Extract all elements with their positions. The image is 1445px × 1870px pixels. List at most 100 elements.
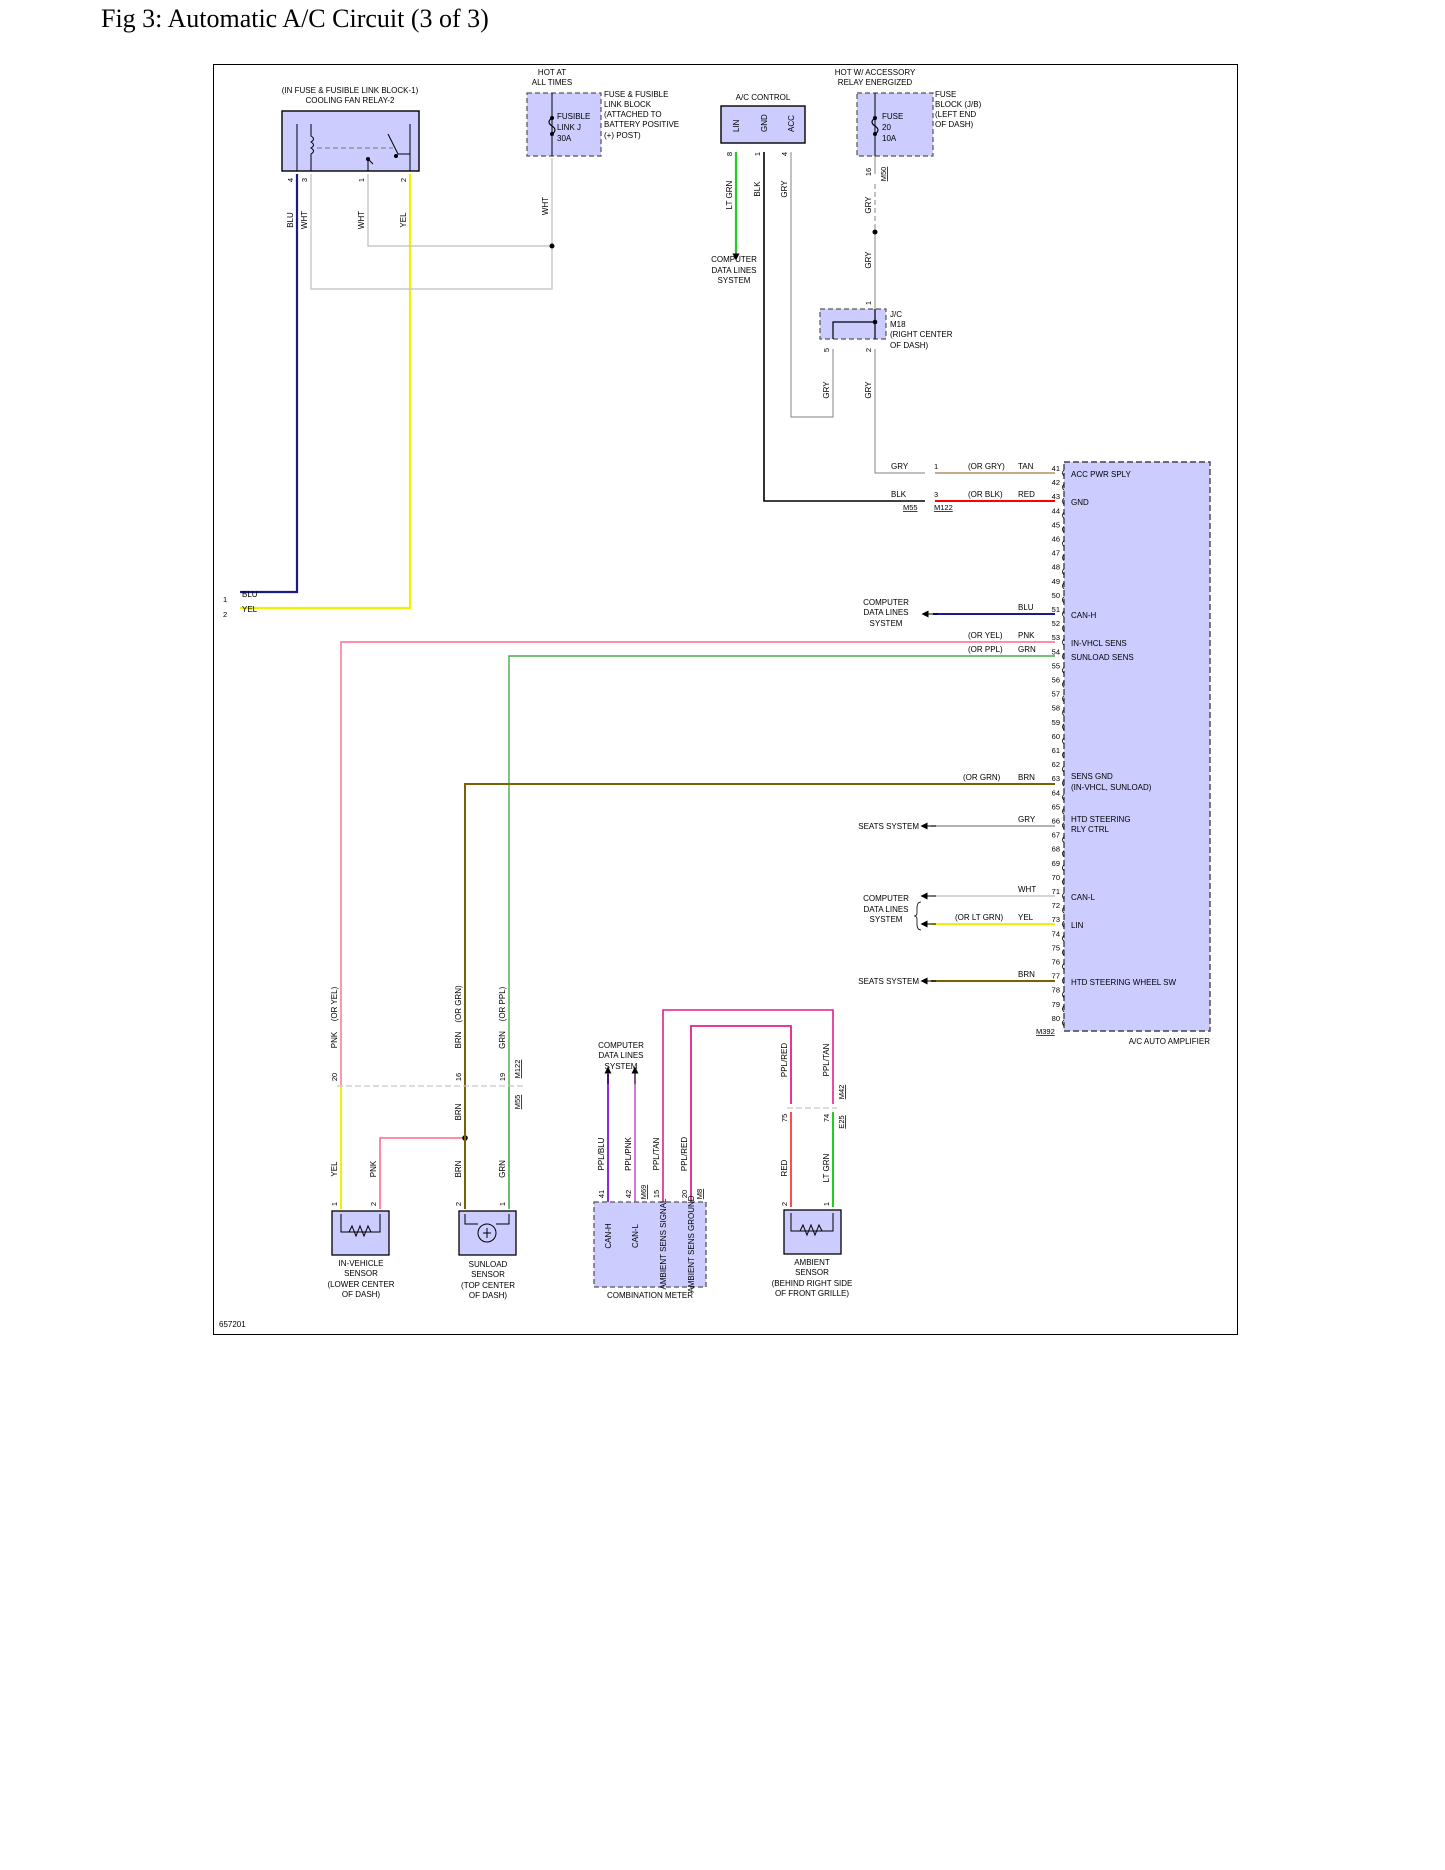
svg-text:AMBIENT SENS SIGNAL: AMBIENT SENS SIGNAL: [659, 1198, 668, 1290]
svg-text:1: 1: [330, 1202, 339, 1206]
amp-title: A/C AUTO AMPLIFIER: [1129, 1037, 1210, 1046]
svg-text:3: 3: [934, 490, 938, 499]
splice-gry: [872, 229, 878, 235]
svg-text:AMBIENT SENS GROUND: AMBIENT SENS GROUND: [687, 1195, 696, 1292]
svg-text:BRN: BRN: [1018, 773, 1035, 782]
cooling-fan-relay: [281, 110, 420, 172]
svg-text:DATA LINES: DATA LINES: [598, 1051, 643, 1060]
wiring-diagram: (IN FUSE & FUSIBLE LINK BLOCK-1) COOLING…: [219, 68, 1211, 1329]
svg-text:41: 41: [597, 1190, 606, 1198]
wire-wht-relay-3: [310, 174, 553, 290]
svg-text:CAN-H: CAN-H: [1071, 611, 1097, 620]
wire-blu-relay: [240, 174, 299, 594]
svg-text:SENSOR: SENSOR: [344, 1269, 378, 1278]
svg-text:LIN: LIN: [1071, 921, 1084, 930]
svg-text:WHT: WHT: [300, 211, 309, 229]
svg-text:74: 74: [822, 1114, 831, 1122]
amp-pin-76: 76: [1052, 958, 1060, 967]
amp-pin-80: 80: [1052, 1014, 1060, 1023]
page-title: Fig 3: Automatic A/C Circuit (3 of 3): [101, 4, 489, 33]
amp-pin-47: 47: [1052, 549, 1060, 558]
amp-pin-45: 45: [1052, 520, 1060, 529]
svg-text:(OR GRN): (OR GRN): [963, 773, 1001, 782]
svg-text:4: 4: [780, 152, 789, 156]
svg-text:M122: M122: [934, 503, 953, 512]
fusible-link-block: [526, 92, 602, 157]
amp-pin-68: 68: [1052, 845, 1060, 854]
svg-text:SYSTEM: SYSTEM: [718, 276, 751, 285]
in-vehicle-sensor-label: IN-VEHICLE: [339, 1259, 384, 1268]
svg-text:5: 5: [822, 348, 831, 352]
svg-text:PNK: PNK: [1018, 631, 1035, 640]
svg-text:OF DASH): OF DASH): [890, 341, 929, 350]
diagram-id: 657201: [219, 1320, 246, 1329]
svg-text:GRY: GRY: [1018, 815, 1036, 824]
svg-text:ACC PWR SPLY: ACC PWR SPLY: [1071, 470, 1132, 479]
svg-text:20: 20: [330, 1073, 339, 1081]
ambient-sensor: [783, 1209, 842, 1255]
amp-pin-70: 70: [1052, 873, 1060, 882]
svg-text:FUSE: FUSE: [935, 90, 956, 99]
svg-text:YEL: YEL: [399, 212, 408, 228]
amp-pin-56: 56: [1052, 676, 1060, 685]
svg-text:YEL: YEL: [1018, 913, 1034, 922]
svg-text:RELAY ENERGIZED: RELAY ENERGIZED: [838, 78, 913, 87]
svg-text:(OR YEL): (OR YEL): [968, 631, 1003, 640]
svg-text:M392: M392: [1036, 1027, 1055, 1036]
svg-text:OF DASH): OF DASH): [342, 1290, 381, 1299]
relay-location: (IN FUSE & FUSIBLE LINK BLOCK-1): [282, 86, 419, 95]
wire-pplred: [690, 1025, 792, 1202]
svg-text:M55: M55: [513, 1095, 522, 1110]
wire-pnk-invhcl-2: [379, 1137, 465, 1209]
amp-pin-74: 74: [1052, 929, 1060, 938]
svg-text:IN-VHCL SENS: IN-VHCL SENS: [1071, 639, 1127, 648]
svg-text:HOT W/ ACCESSORY: HOT W/ ACCESSORY: [835, 68, 916, 77]
amp-pin-48: 48: [1052, 563, 1060, 572]
sunload-sensor-label: SUNLOAD: [469, 1260, 508, 1269]
wire-gry-jc: [874, 349, 925, 474]
amp-pin-78: 78: [1052, 986, 1060, 995]
svg-text:(OR YEL): (OR YEL): [330, 986, 339, 1021]
amp-pin-64: 64: [1052, 788, 1060, 797]
svg-text:2: 2: [223, 610, 227, 619]
combination-meter-label: COMBINATION METER: [607, 1291, 693, 1300]
svg-text:FUSIBLE: FUSIBLE: [557, 112, 590, 121]
amp-pin-58: 58: [1052, 704, 1060, 713]
svg-text:GRY: GRY: [864, 251, 873, 269]
svg-text:16: 16: [864, 168, 873, 176]
amp-pin-57: 57: [1052, 690, 1060, 699]
amp-pin-53: 53: [1052, 633, 1060, 642]
svg-text:3: 3: [300, 178, 309, 182]
svg-text:75: 75: [780, 1114, 789, 1122]
svg-text:WHT: WHT: [357, 211, 366, 229]
svg-text:(RIGHT CENTER: (RIGHT CENTER: [890, 330, 953, 339]
svg-text:J/C: J/C: [890, 310, 902, 319]
svg-text:GRN: GRN: [498, 1160, 507, 1178]
svg-text:LT GRN: LT GRN: [822, 1153, 831, 1182]
svg-text:(ATTACHED TO: (ATTACHED TO: [604, 110, 662, 119]
amp-pin-77: 77: [1052, 972, 1060, 981]
svg-text:PPL/BLU: PPL/BLU: [597, 1137, 606, 1170]
wire-blk-acctrl: [763, 152, 925, 502]
amp-pin-55: 55: [1052, 661, 1060, 670]
amp-pin-62: 62: [1052, 760, 1060, 769]
svg-text:WHT: WHT: [541, 197, 550, 215]
amp-pin-42: 42: [1052, 478, 1060, 487]
svg-text:ALL TIMES: ALL TIMES: [532, 78, 572, 87]
svg-text:LT GRN: LT GRN: [725, 180, 734, 209]
svg-text:PPL/RED: PPL/RED: [780, 1043, 789, 1077]
svg-text:30A: 30A: [557, 134, 572, 143]
svg-text:GRY: GRY: [864, 381, 873, 399]
svg-text:(+) POST): (+) POST): [604, 131, 641, 140]
amp-pin-54: 54: [1052, 647, 1060, 656]
svg-text:M55: M55: [903, 503, 918, 512]
svg-text:1: 1: [357, 178, 366, 182]
svg-text:GND: GND: [760, 114, 769, 132]
ac-control-module: [720, 105, 806, 144]
svg-text:SENS GND: SENS GND: [1071, 772, 1113, 781]
svg-text:DATA LINES: DATA LINES: [863, 608, 908, 617]
svg-text:BLU: BLU: [242, 590, 258, 599]
svg-text:16: 16: [454, 1073, 463, 1081]
svg-text:SYSTEM: SYSTEM: [605, 1062, 638, 1071]
svg-text:1: 1: [822, 1202, 831, 1206]
